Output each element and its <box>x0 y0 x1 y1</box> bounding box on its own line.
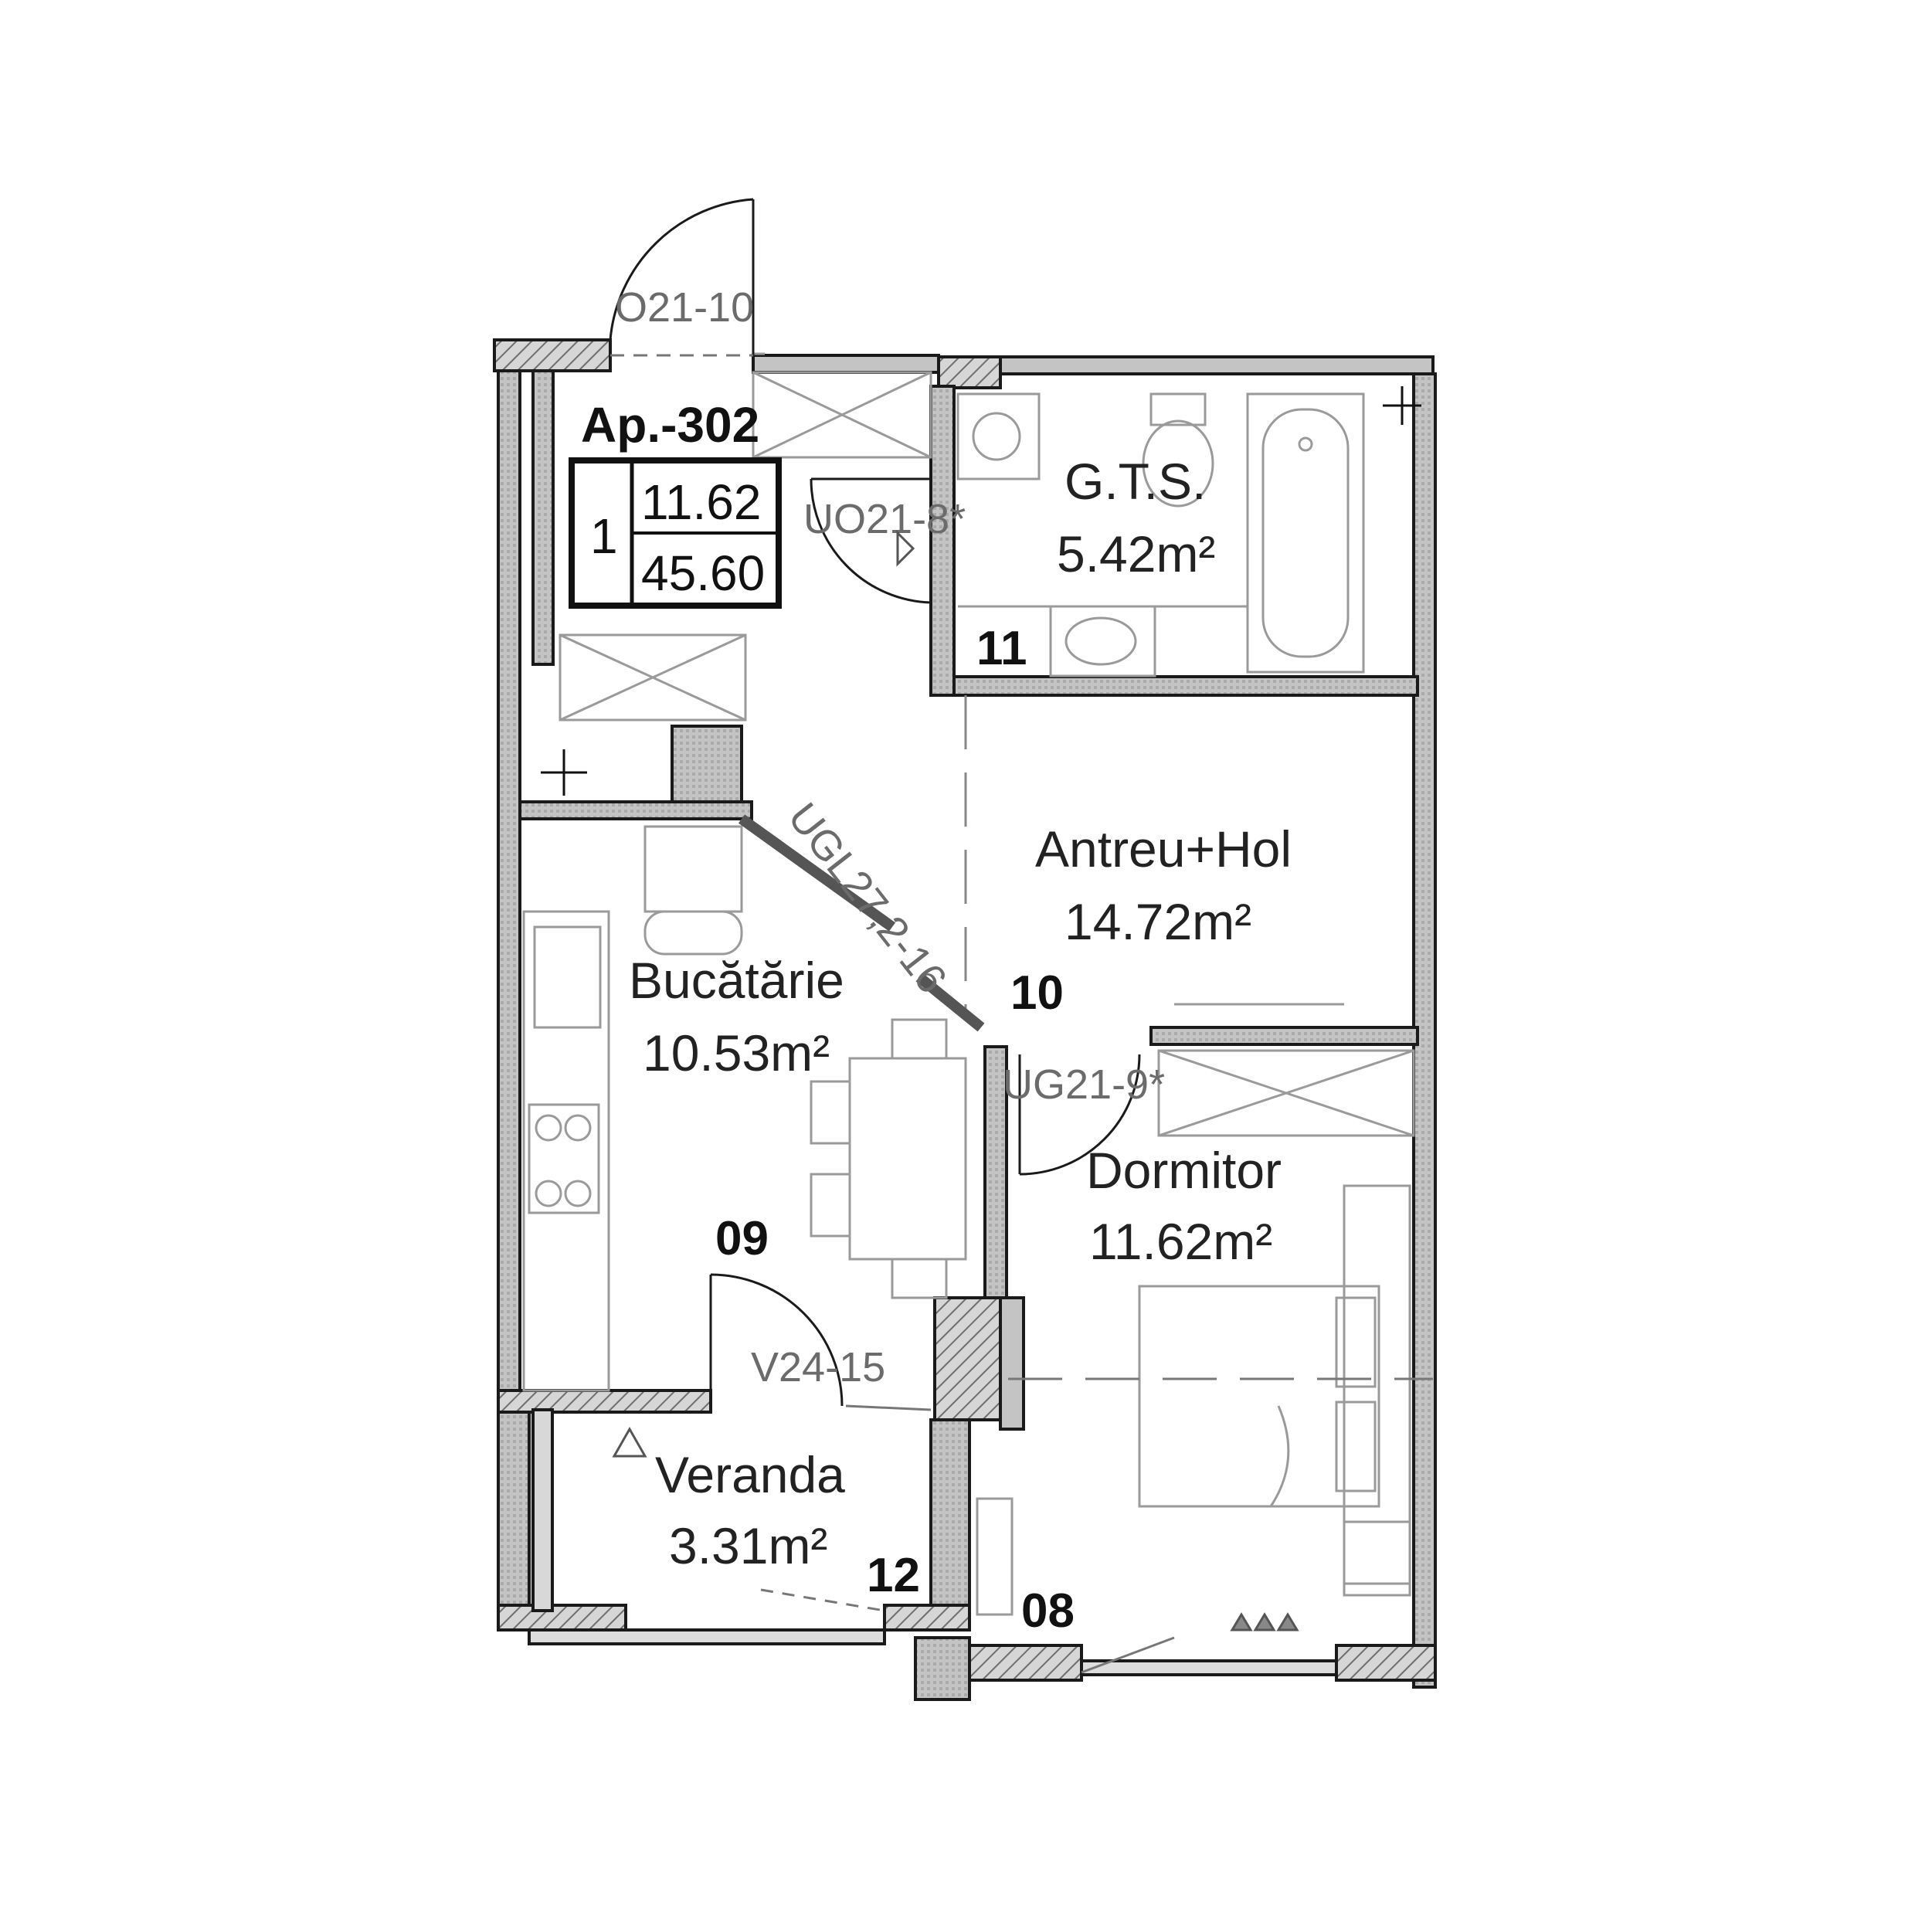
door-code-bath: UO21-8* <box>803 496 966 542</box>
double-bed <box>1138 1285 1380 1508</box>
veranda-name: Veranda <box>655 1446 845 1503</box>
veranda-door-arc <box>710 1273 844 1407</box>
bathtub <box>1246 392 1365 674</box>
doors <box>609 198 1141 1411</box>
kitchen-sliding-door <box>738 814 896 932</box>
stove <box>528 1103 600 1214</box>
gts-area: 5.42m² <box>1057 525 1215 582</box>
kitchen-counter <box>522 910 610 1392</box>
apartment-number: Ap.-302 <box>581 397 759 453</box>
toilet <box>1149 392 1207 426</box>
wardrobe-bedroom <box>1157 1049 1415 1137</box>
radiator-icon <box>1230 1612 1299 1632</box>
bath-door-arc <box>810 478 932 604</box>
wardrobe-left <box>559 633 747 722</box>
crosshair-icon <box>541 749 587 796</box>
room-number-hall: 10 <box>1010 966 1064 1020</box>
gts-name: G.T.S. <box>1064 453 1206 510</box>
bedroom-area: 11.62m² <box>1089 1213 1272 1270</box>
symbols <box>541 386 1421 1632</box>
veranda-area: 3.31m² <box>669 1517 827 1574</box>
living-area: 11.62 <box>641 474 761 530</box>
bedroom-door-arc <box>1019 1054 1141 1176</box>
rooms-count: 1 <box>590 508 618 564</box>
entrance-door-arc <box>609 198 754 341</box>
door-code-bedroom: UG21-9* <box>1003 1061 1165 1108</box>
veranda-vent-icon <box>612 1426 647 1458</box>
walls <box>493 338 1437 1701</box>
door-code-entrance: O21-10 <box>615 284 754 331</box>
washing-machine <box>956 392 1041 480</box>
kitchen-area: 10.53m² <box>643 1024 830 1081</box>
room-labels: G.T.S. 5.42m² Antreu+Hol 14.72m² Bucătăr… <box>629 453 1292 1574</box>
crosshair-icon-bath <box>1383 386 1421 425</box>
room-number-kitchen: 09 <box>715 1212 769 1265</box>
room-numbers: 08 09 10 11 12 <box>715 622 1075 1638</box>
hall-area: 14.72m² <box>1064 893 1251 950</box>
fixtures <box>522 352 1433 1674</box>
room-number-veranda: 12 <box>867 1549 920 1602</box>
room-number-bath: 11 <box>976 622 1027 675</box>
room-number-bedroom: 08 <box>1021 1584 1075 1638</box>
bedroom-name: Dormitor <box>1086 1142 1282 1199</box>
hall-name: Antreu+Hol <box>1035 820 1292 878</box>
wardrobe-entrance <box>752 371 932 459</box>
apartment-label: Ap.-302 1 11.62 45.60 <box>569 397 782 609</box>
kitchen-sink <box>533 925 602 1029</box>
kitchen-name: Bucătărie <box>629 952 844 1009</box>
dining-table <box>848 1057 967 1261</box>
total-area: 45.60 <box>641 545 765 601</box>
door-code-veranda: V24-15 <box>751 1344 885 1390</box>
fridge <box>643 825 743 913</box>
ventilation-icon <box>896 530 915 567</box>
